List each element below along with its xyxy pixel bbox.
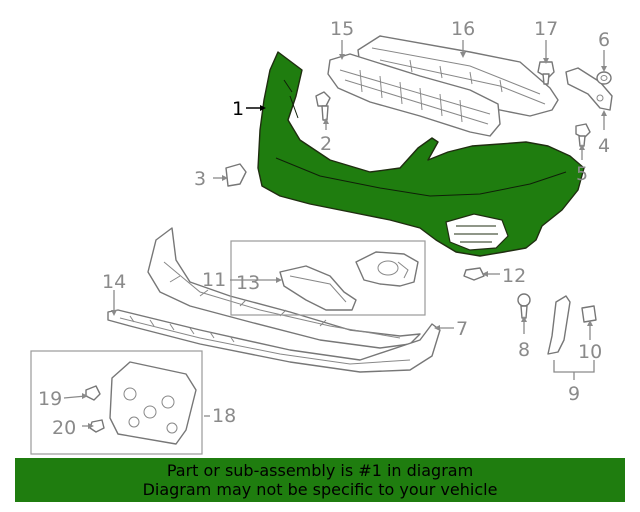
part-6-nut bbox=[596, 71, 612, 85]
callout-5: 5 bbox=[576, 163, 588, 185]
callout-4: 4 bbox=[598, 135, 610, 157]
callout-16: 16 bbox=[451, 18, 475, 40]
footer-line-2: Diagram may not be specific to your vehi… bbox=[142, 480, 498, 499]
arrowheads bbox=[82, 52, 607, 429]
callout-2: 2 bbox=[320, 133, 332, 155]
part-15-energy-absorber bbox=[327, 53, 501, 137]
part-11-lamp-bezel bbox=[355, 251, 419, 287]
callout-8: 8 bbox=[518, 339, 530, 361]
callout-1: 1 bbox=[232, 98, 244, 120]
callout-20: 20 bbox=[52, 417, 76, 439]
callout-9: 9 bbox=[568, 383, 580, 405]
part-19-screw bbox=[85, 385, 101, 401]
callout-13: 13 bbox=[236, 272, 260, 294]
footer-banner: Part or sub-assembly is #1 in diagram Di… bbox=[15, 458, 625, 502]
part-2-bolt bbox=[315, 91, 331, 121]
part-8-bolt bbox=[517, 293, 531, 319]
part-18-license-bracket bbox=[109, 361, 197, 445]
part-4-side-bracket bbox=[565, 67, 613, 111]
callout-11: 11 bbox=[202, 269, 226, 291]
box-18-19-20 bbox=[30, 350, 203, 455]
callout-12: 12 bbox=[502, 265, 526, 287]
part-5-screw bbox=[575, 123, 591, 147]
part-1-bumper-cover bbox=[257, 51, 585, 257]
footer-line-1: Part or sub-assembly is #1 in diagram bbox=[166, 461, 474, 480]
part-13-bezel bbox=[279, 265, 357, 311]
callout-18: 18 bbox=[212, 405, 236, 427]
callout-10: 10 bbox=[578, 341, 602, 363]
callout-19: 19 bbox=[38, 388, 62, 410]
callout-17: 17 bbox=[534, 18, 558, 40]
callout-7: 7 bbox=[456, 318, 468, 340]
callout-6: 6 bbox=[598, 29, 610, 51]
part-7-lower-valance bbox=[107, 309, 441, 373]
part-3-retainer bbox=[225, 163, 247, 187]
callout-15: 15 bbox=[330, 18, 354, 40]
box-11-13 bbox=[230, 240, 426, 316]
part-14-lower-support bbox=[147, 227, 421, 349]
callout-14: 14 bbox=[102, 271, 126, 293]
part-9-bracket bbox=[547, 295, 571, 355]
callout-labels: 1 2 3 4 5 6 7 8 9 10 11 12 13 14 15 16 1… bbox=[38, 18, 610, 439]
callout-3: 3 bbox=[194, 168, 206, 190]
part-10-pad bbox=[581, 305, 597, 323]
part-17-clip bbox=[537, 61, 555, 85]
part-12-pushpin bbox=[463, 267, 485, 281]
